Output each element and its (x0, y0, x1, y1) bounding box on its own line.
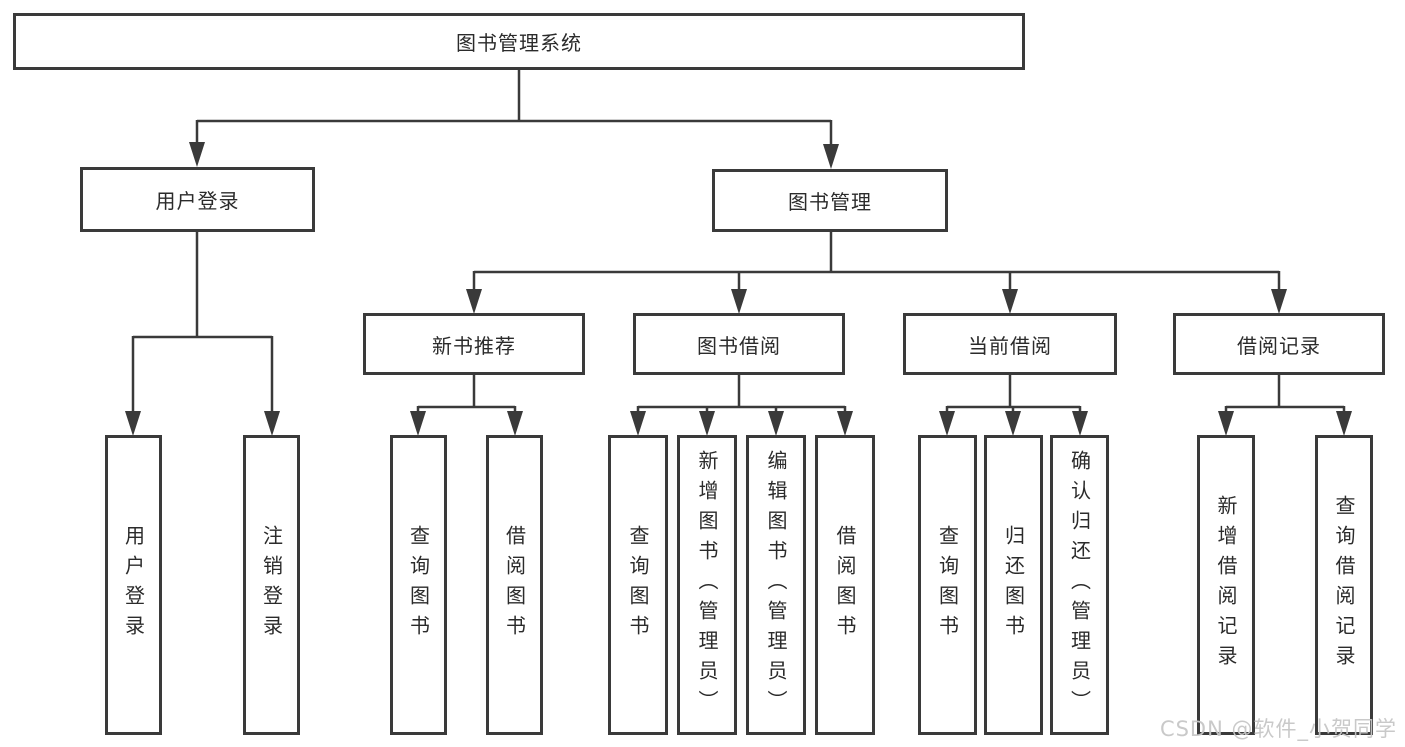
leaf-current-query: 查询图书 (918, 435, 977, 735)
leaf-borrow-edit-admin: 编辑图书（管理员） (746, 435, 806, 735)
connector-book-management-to-level3 (472, 232, 1281, 291)
connector-borrow-records-to-leaves (1224, 375, 1346, 413)
node-current-borrow: 当前借阅 (903, 313, 1117, 375)
leaf-logout: 注销登录 (243, 435, 300, 735)
node-book-management: 图书管理 (712, 169, 948, 232)
connector-new-book-to-leaves (416, 375, 517, 413)
leaf-current-return: 归还图书 (984, 435, 1043, 735)
leaf-newbooks-borrow: 借阅图书 (486, 435, 543, 735)
node-root: 图书管理系统 (13, 13, 1025, 70)
leaf-records-query: 查询借阅记录 (1315, 435, 1373, 735)
leaf-records-add: 新增借阅记录 (1197, 435, 1255, 735)
node-user-login: 用户登录 (80, 167, 315, 232)
connector-user-login-to-leaves (131, 232, 274, 413)
connector-book-borrow-to-leaves (636, 375, 847, 413)
node-borrow-records: 借阅记录 (1173, 313, 1385, 375)
connector-root-to-level2 (195, 70, 833, 146)
leaf-borrow-borrow: 借阅图书 (815, 435, 875, 735)
leaf-user-login: 用户登录 (105, 435, 162, 735)
leaf-borrow-add-admin: 新增图书（管理员） (677, 435, 737, 735)
leaf-current-confirm-return-admin: 确认归还（管理员） (1050, 435, 1109, 735)
node-book-borrow: 图书借阅 (633, 313, 845, 375)
leaf-borrow-query: 查询图书 (608, 435, 668, 735)
arrowheads (125, 142, 1352, 436)
node-new-book-recommend: 新书推荐 (363, 313, 585, 375)
leaf-newbooks-query: 查询图书 (390, 435, 447, 735)
connector-current-borrow-to-leaves (945, 375, 1082, 413)
